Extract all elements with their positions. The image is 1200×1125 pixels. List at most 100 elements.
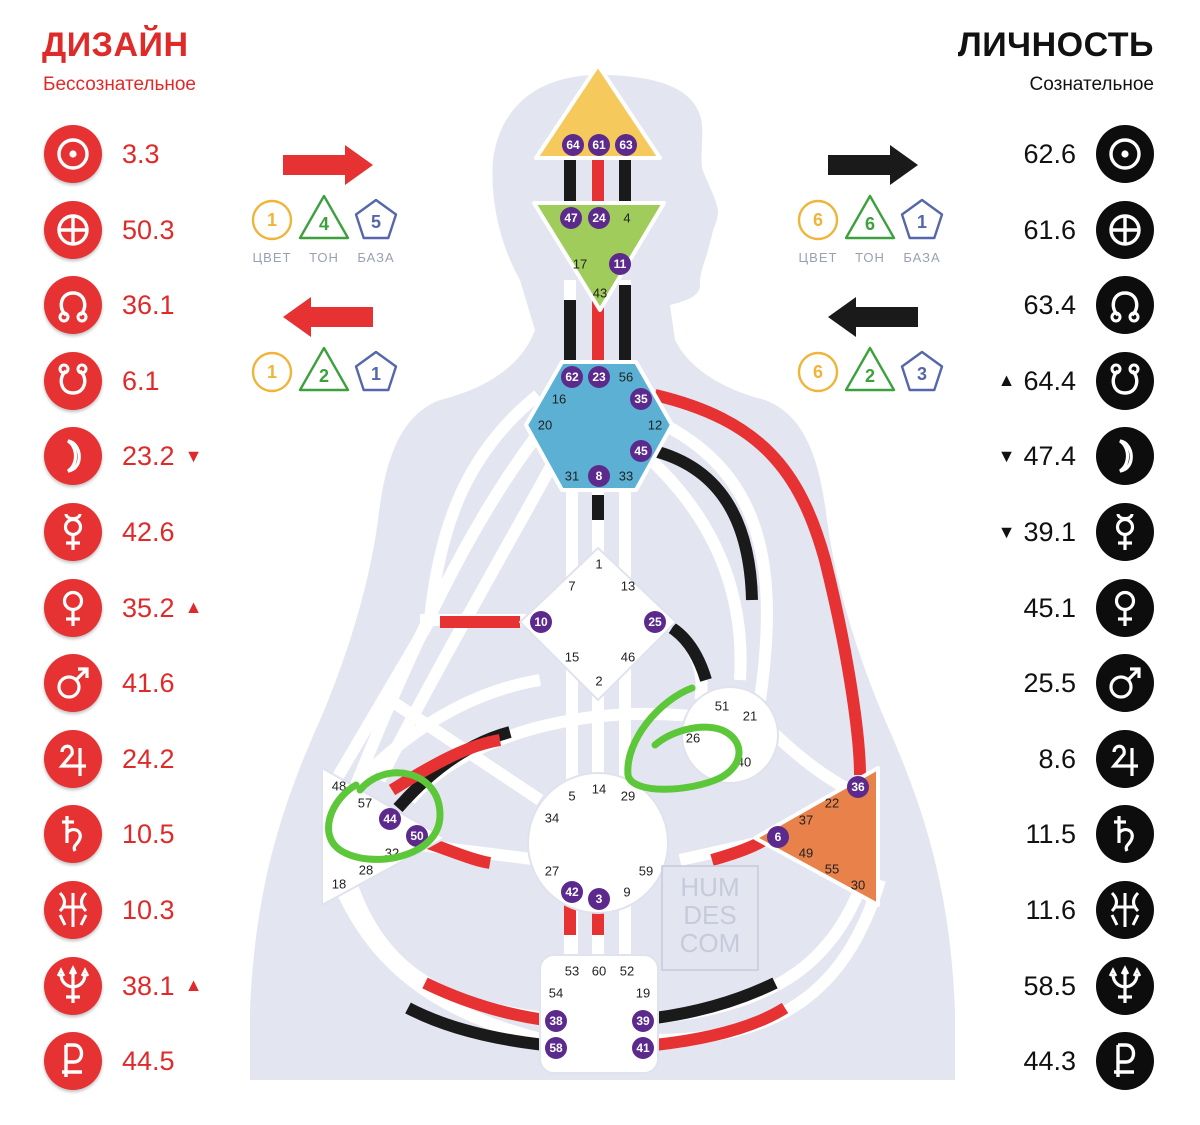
gate-54[interactable]: 54 <box>549 986 563 1001</box>
gate-62-active[interactable] <box>561 366 583 388</box>
gate-56[interactable]: 56 <box>619 370 633 385</box>
design-row-uranus[interactable]: 10.3 <box>44 880 175 940</box>
design-row-mercury[interactable]: 42.6 <box>44 502 175 562</box>
gate-16[interactable]: 16 <box>552 392 566 407</box>
gate-49[interactable]: 49 <box>799 846 813 861</box>
gate-33[interactable]: 33 <box>619 469 633 484</box>
gate-13[interactable]: 13 <box>621 579 635 594</box>
color-value: 6 <box>813 210 823 230</box>
design-row-sun[interactable]: 3.3 <box>44 124 160 184</box>
personality-row-earth[interactable]: 61.6 <box>1023 200 1154 260</box>
gate-4[interactable]: 4 <box>623 211 630 226</box>
gate-53[interactable]: 53 <box>565 964 579 979</box>
gate-24-active[interactable] <box>588 207 610 229</box>
detriment-icon: ▼ <box>184 445 203 466</box>
gate-12[interactable]: 12 <box>648 418 662 433</box>
spleen-center[interactable] <box>321 767 446 906</box>
gate-46[interactable]: 46 <box>621 650 635 665</box>
gate-21[interactable]: 21 <box>743 709 757 724</box>
design-row-saturn[interactable]: 10.5 <box>44 804 175 864</box>
gate-23-active[interactable] <box>588 366 610 388</box>
personality-row-moon[interactable]: 47.4▼ <box>998 426 1154 486</box>
gate-10-active[interactable] <box>530 611 552 633</box>
gate-47-active[interactable] <box>560 207 582 229</box>
gate-17[interactable]: 17 <box>573 257 587 272</box>
gate-20[interactable]: 20 <box>538 418 552 433</box>
sacral-center[interactable] <box>527 772 669 914</box>
gate-34[interactable]: 34 <box>545 811 559 826</box>
personality-row-south-node[interactable]: 64.4▲ <box>998 351 1154 411</box>
gate-19[interactable]: 19 <box>636 986 650 1001</box>
gate-27[interactable]: 27 <box>545 864 559 879</box>
solar-plexus-center[interactable] <box>753 766 880 907</box>
personality-row-mars[interactable]: 25.5 <box>1023 653 1154 713</box>
personality-row-saturn[interactable]: 11.5 <box>1025 804 1154 864</box>
design-row-neptune[interactable]: 38.1▲ <box>44 956 202 1016</box>
gate-18[interactable]: 18 <box>332 877 346 892</box>
gate-63-active[interactable] <box>615 134 637 156</box>
gate-15[interactable]: 15 <box>565 650 579 665</box>
gate-30[interactable]: 30 <box>851 878 865 893</box>
gate-59[interactable]: 59 <box>639 864 653 879</box>
gate-2[interactable]: 2 <box>595 674 602 689</box>
personality-row-jupiter[interactable]: 8.6 <box>1038 729 1154 789</box>
personality-row-north-node[interactable]: 63.4 <box>1023 275 1154 335</box>
design-row-moon[interactable]: 23.2▼ <box>44 426 202 486</box>
gate-37[interactable]: 37 <box>799 813 813 828</box>
personality-row-uranus[interactable]: 11.6 <box>1025 880 1154 940</box>
gate-50-active[interactable] <box>406 825 428 847</box>
gate-61-active[interactable] <box>588 134 610 156</box>
gate-6-active[interactable] <box>767 826 789 848</box>
design-row-south-node[interactable]: 6.1 <box>44 351 160 411</box>
gate-36-active[interactable] <box>847 776 869 798</box>
gate-45-active[interactable] <box>630 440 652 462</box>
gate-7[interactable]: 7 <box>568 579 575 594</box>
watermark-line: DES <box>683 900 736 930</box>
gate-35-active[interactable] <box>630 388 652 410</box>
gate-11-active[interactable] <box>609 253 631 275</box>
gate-48[interactable]: 48 <box>332 779 346 794</box>
gate-44-active[interactable] <box>379 808 401 830</box>
root-center[interactable] <box>539 954 659 1074</box>
design-row-pluto[interactable]: 44.5 <box>44 1031 175 1091</box>
personality-row-neptune[interactable]: 58.5 <box>1023 956 1154 1016</box>
gate-57[interactable]: 57 <box>358 796 372 811</box>
gate-58-active[interactable] <box>545 1037 567 1059</box>
gate-39-active[interactable] <box>632 1010 654 1032</box>
personality-row-sun[interactable]: 62.6 <box>1023 124 1154 184</box>
gate-1[interactable]: 1 <box>595 557 602 572</box>
gate-5[interactable]: 5 <box>568 789 575 804</box>
personality-row-pluto[interactable]: 44.3 <box>1023 1031 1154 1091</box>
gate-28[interactable]: 28 <box>359 863 373 878</box>
personality-row-venus[interactable]: 45.1 <box>1023 578 1154 638</box>
g-center[interactable] <box>519 547 677 701</box>
gate-55[interactable]: 55 <box>825 862 839 877</box>
gate-60[interactable]: 60 <box>592 964 606 979</box>
gate-41-active[interactable] <box>632 1037 654 1059</box>
design-row-north-node[interactable]: 36.1 <box>44 275 175 335</box>
design-row-venus[interactable]: 35.2▲ <box>44 578 202 638</box>
gate-22[interactable]: 22 <box>825 796 839 811</box>
gate-8-active[interactable] <box>588 465 610 487</box>
design-row-mars[interactable]: 41.6 <box>44 653 175 713</box>
gate-52[interactable]: 52 <box>620 964 634 979</box>
gate-26[interactable]: 26 <box>686 731 700 746</box>
gate-42-active[interactable] <box>561 881 583 903</box>
gate-3-active[interactable] <box>588 888 610 910</box>
gate-31[interactable]: 31 <box>565 469 579 484</box>
gate-64-active[interactable] <box>562 134 584 156</box>
tone-value: 2 <box>319 366 329 386</box>
gate-9[interactable]: 9 <box>623 885 630 900</box>
gate-14[interactable]: 14 <box>592 782 606 797</box>
saturn-icon <box>44 805 102 864</box>
design-row-jupiter[interactable]: 24.2 <box>44 729 175 789</box>
gate-25-active[interactable] <box>644 611 666 633</box>
personality-row-mercury[interactable]: 39.1▼ <box>998 502 1154 562</box>
gate-43[interactable]: 43 <box>593 286 607 301</box>
ajna-center[interactable] <box>532 201 666 312</box>
gate-29[interactable]: 29 <box>621 789 635 804</box>
gate-51[interactable]: 51 <box>715 699 729 714</box>
gate-38-active[interactable] <box>545 1010 567 1032</box>
design-row-earth[interactable]: 50.3 <box>44 200 175 260</box>
